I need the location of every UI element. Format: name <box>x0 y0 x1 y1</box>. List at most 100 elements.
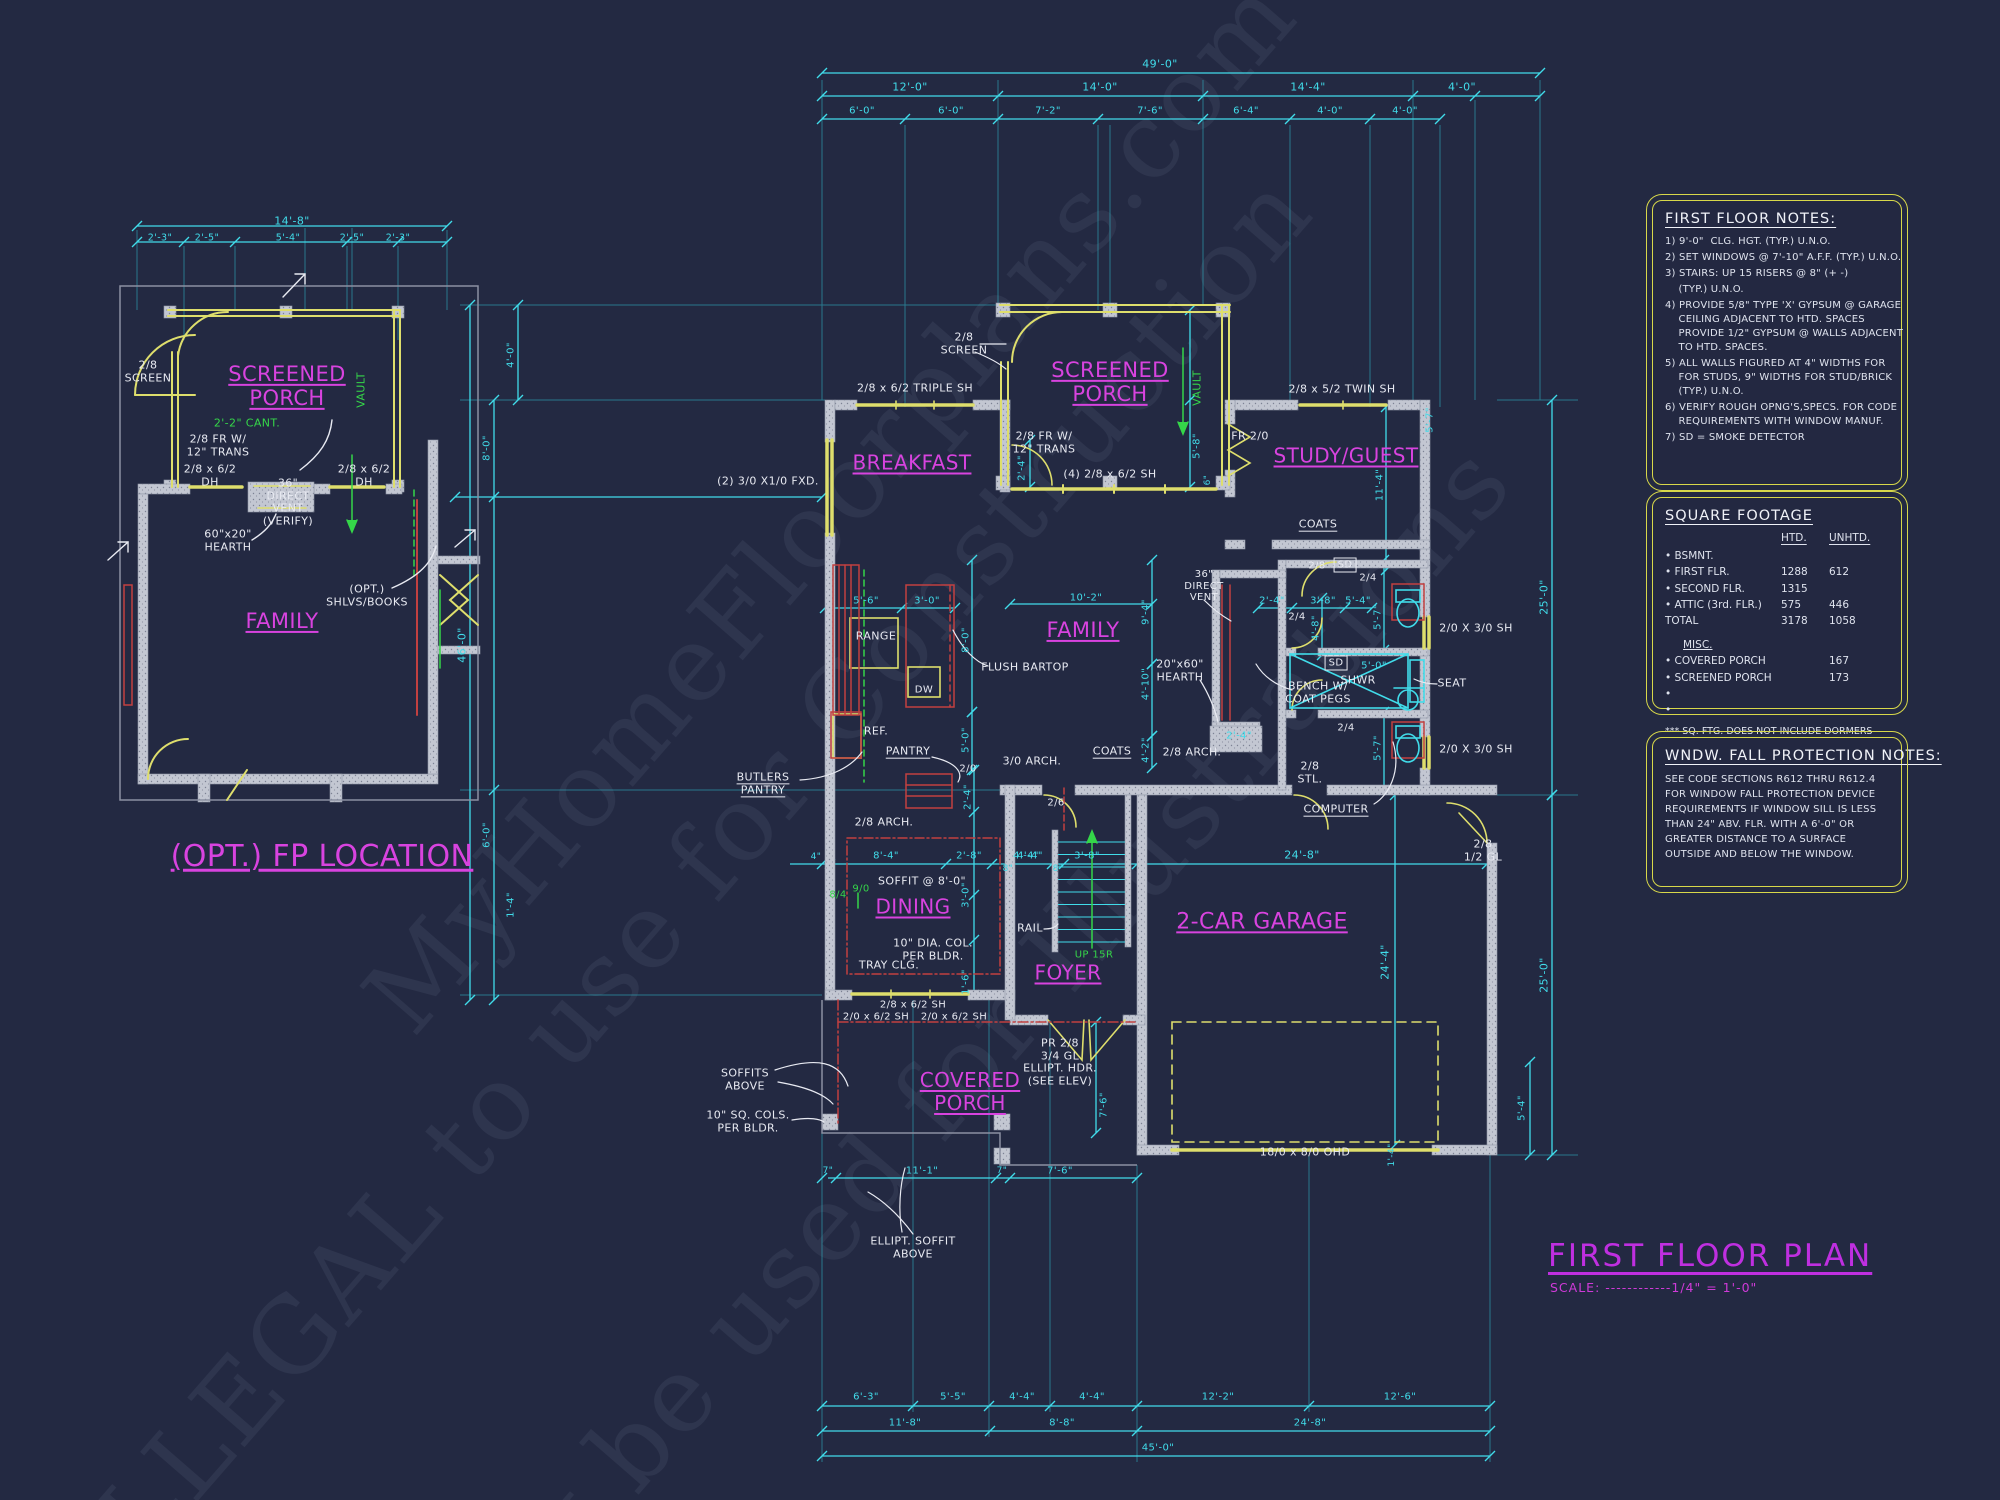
room-label-breakfast: BREAKFAST <box>852 450 972 475</box>
annotation-label: 2/8 1/2 GL <box>1463 837 1503 863</box>
dim-label: 7" <box>996 1165 1008 1176</box>
dim-label: 4'-0" <box>505 342 517 368</box>
annotation-label: 2/8 x 5/2 TWIN SH <box>1288 382 1396 396</box>
annotation-label: 2/8 ARCH. <box>854 815 914 829</box>
misc-row: • <box>1665 704 1672 717</box>
first-floor-notes-panel: FIRST FLOOR NOTES: 1) 9'-0" CLG. HGT. (T… <box>1646 194 1908 491</box>
note-line: (TYP.) U.N.O. <box>1665 284 1744 295</box>
dim-label: 3'-8" <box>1310 595 1336 607</box>
annotation-label: 18/0 x 8/0 OHD <box>1259 1145 1351 1159</box>
dim-label: 5'-7" <box>1372 604 1384 630</box>
dim-label: 5'-8" <box>1191 433 1203 459</box>
dim-label: 7'-6" <box>1098 1092 1110 1118</box>
window-fall-notes-body: SEE CODE SECTIONS R612 THRU R612.4 FOR W… <box>1665 774 1877 860</box>
dim-label: 2'-3" <box>147 232 173 244</box>
dim-label: 12'-2" <box>1201 1391 1235 1403</box>
annotation-label: 2'-2" CANT. <box>213 416 281 430</box>
room-label-foyer: FOYER <box>1034 960 1102 985</box>
dim-label: 1'-6" <box>960 969 972 995</box>
annotation-label: 10" DIA. COL. PER BLDR. <box>893 936 973 962</box>
annotation-label: 3/0 ARCH. <box>1002 754 1062 768</box>
dim-label: 2'-4" <box>962 784 974 810</box>
dim-label: 11'-4" <box>1374 468 1386 502</box>
annotation-label: 36" DIRECT VENT <box>1184 568 1224 603</box>
annotation-label: VAULT <box>1190 370 1204 406</box>
square-footage-panel: SQUARE FOOTAGE HTD. UNHTD. • BSMNT.• FIR… <box>1646 491 1908 737</box>
dim-label: 6'-3" <box>853 1391 879 1403</box>
dim-label: 25'-0" <box>1537 579 1551 615</box>
annotation-label: (OPT.) SHLVS/BOOKS <box>326 582 408 608</box>
annotation-label: VAULT <box>354 372 368 408</box>
annotation-label: RAIL <box>1017 921 1043 935</box>
annotation-label: 10" SQ. COLS. PER BLDR. <box>706 1108 790 1134</box>
dim-label: 14'-0" <box>1082 80 1118 94</box>
dim-label: 8'-0" <box>481 435 493 461</box>
dim-label: 5'-7" <box>1372 735 1384 761</box>
dim-label: 5'-5" <box>940 1391 966 1403</box>
dim-label: 24'-8" <box>1284 848 1320 862</box>
dim-label: 7'-6" <box>1047 1165 1073 1177</box>
annotation-label: 2/0 X 3/0 SH <box>1439 621 1513 635</box>
dim-label: 24'-8" <box>1293 1417 1327 1429</box>
left-plan <box>107 273 479 801</box>
window-fall-notes-panel: WNDW. FALL PROTECTION NOTES: SEE CODE SE… <box>1646 731 1941 893</box>
annotation-label: UP 15R <box>1074 949 1114 961</box>
annotation-label: 2/4 <box>1359 572 1377 584</box>
first-floor-notes-title: FIRST FLOOR NOTES: <box>1665 211 1837 227</box>
room-label-screened-porch: SCREENED PORCH <box>1051 357 1169 406</box>
dim-label: 11'-1" <box>905 1165 939 1177</box>
dim-label: 8" <box>1002 863 1014 874</box>
dim-label: 7'-2" <box>1035 105 1061 117</box>
note-line: 7) SD = SMOKE DETECTOR <box>1665 432 1805 443</box>
annotation-label: (2) 3/0 X1/0 FXD. <box>717 474 819 488</box>
annotation-label: BUTLERS PANTRY <box>736 770 790 796</box>
sheet-title: FIRST FLOOR PLAN <box>1548 1238 1873 1274</box>
annotation-label: (4) 2/8 x 6/2 SH <box>1063 467 1157 481</box>
dim-label: 12'-0" <box>892 80 928 94</box>
dim-label: 10'-2" <box>1069 592 1103 604</box>
dim-label: 4'-4" <box>1013 850 1039 862</box>
annotation-label: SOFFITS ABOVE <box>720 1066 770 1092</box>
annotation-label: 9/0 <box>852 883 870 895</box>
dim-label: 4'-0" <box>1447 80 1477 94</box>
dim-label: 14'-4" <box>1290 80 1326 94</box>
square-footage-row: • SECOND FLR.1315 <box>1665 582 1808 595</box>
annotation-label: 2/6 <box>1047 797 1065 809</box>
dim-label: 5'-4" <box>1516 1095 1528 1121</box>
annotation-label: 8/4 <box>829 889 847 901</box>
annotation-label: 60"x20" HEARTH <box>204 527 252 553</box>
main-plan <box>774 304 1488 1235</box>
dim-label: 24'-4" <box>1378 944 1392 980</box>
note-line: 5) ALL WALLS FIGURED AT 4" WIDTHS FOR FO… <box>1665 358 1893 397</box>
annotation-label: 2/8 FR W/ 12" TRANS <box>186 432 250 458</box>
dim-label: 25'-0" <box>1537 957 1551 993</box>
dim-label: 6'-4" <box>1233 105 1259 117</box>
sheet-scale: SCALE: ------------1/4" = 1'-0" <box>1550 1280 1758 1295</box>
dim-label: 5'-0" <box>1361 660 1387 672</box>
annotation-label: FR 2/0 <box>1231 429 1269 443</box>
dim-label: 1'-4" <box>1386 1143 1397 1167</box>
annotation-label: COATS <box>1298 517 1338 531</box>
dim-label: 4'-8" <box>1310 615 1322 641</box>
misc-row: • <box>1665 687 1672 700</box>
annotation-label: COMPUTER <box>1303 802 1369 816</box>
annotation-label: 2/0 x 6/2 SH <box>920 1011 988 1023</box>
annotation-label: COATS <box>1092 744 1132 758</box>
dim-label: 5'-7" <box>1424 407 1436 433</box>
dim-label: 4'-4" <box>1009 1391 1035 1403</box>
dim-label: 5'-0" <box>960 727 972 753</box>
dim-label: 45'-0" <box>1141 1442 1175 1454</box>
room-label-dining: DINING <box>875 894 951 919</box>
dim-label: 4" <box>810 851 822 862</box>
note-line: 2) SET WINDOWS @ 7'-10" A.F.F. (TYP.) U.… <box>1665 252 1902 263</box>
dim-label: 5'-6" <box>853 595 879 607</box>
square-footage-footnote: *** SQ. FTG. DOES NOT INCLUDE DORMERS <box>1665 726 1873 738</box>
dim-label: 6'-0" <box>849 105 875 117</box>
annotation-label: 36" DIRECT VENT (VERIFY) <box>262 476 314 528</box>
